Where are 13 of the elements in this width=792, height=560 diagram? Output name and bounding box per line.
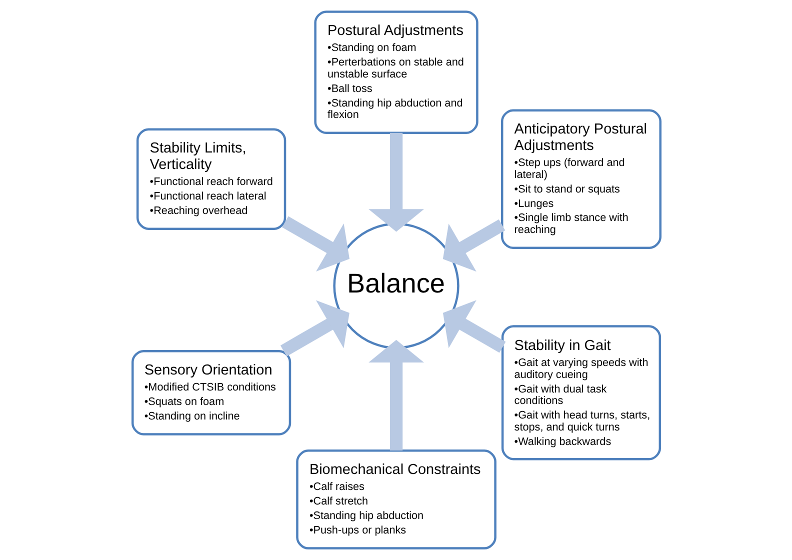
- node-box: Postural Adjustments •Standing on foam •Perterbations on stable and unstable surface •Ball toss •Standing hip abduction and flexion: [314, 10, 478, 134]
- node-box: Stability in Gait •Gait at varying speeds with auditory cueing •Gait with dual task conditions •Gait with head turns, starts, stops, and quick turns •Walking backwards: [500, 325, 661, 460]
- arrow: [282, 216, 349, 272]
- arrow: [368, 340, 424, 450]
- arrow: [368, 132, 424, 232]
- node-box: Stability Limits, Verticality •Functional reach forward •Functional reach lateral •Reaching overhead: [136, 128, 286, 230]
- arrow: [280, 300, 349, 356]
- node-box: Biomechanical Constraints •Calf raises •Calf stretch •Standing hip abduction •Push-ups or planks: [296, 450, 496, 550]
- arrow: [442, 300, 506, 353]
- node-box: Anticipatory Postural Adjustments •Step ups (forward and lateral) •Sit to stand or squats •Lunges •Single limb stance with reaching: [500, 109, 661, 249]
- node-box: Sensory Orientation •Modified CTSIB conditions •Squats on foam •Standing on incline: [131, 350, 291, 436]
- node-circle: Balance: [332, 222, 459, 349]
- arrow: [442, 219, 505, 272]
